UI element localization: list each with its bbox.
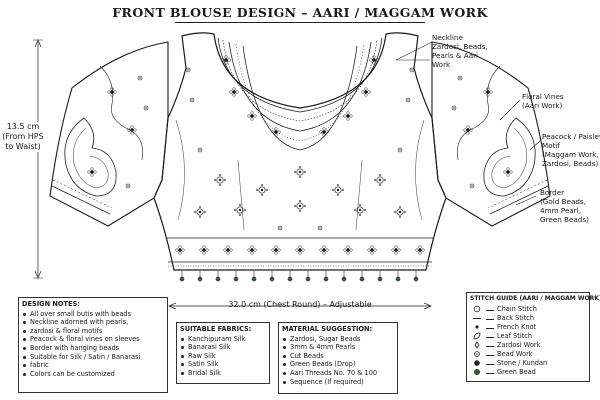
zardosi-icon	[471, 341, 483, 349]
suitable-fabrics-box: SUITABLE FABRICS: Kanchipuram Silk Banar…	[176, 322, 270, 384]
right-paisley-motif	[483, 117, 536, 197]
left-paisley-motif	[64, 117, 117, 197]
fabric-item: Satin Silk	[180, 360, 266, 369]
dash-separator	[483, 341, 497, 350]
callout-paisley-motif: Peacock / Paisley Motif (Maggam Work, Za…	[542, 132, 600, 168]
stitch-row: French Knot	[467, 323, 589, 332]
stitch-guide-title: STITCH GUIDE (AARI / MAGGAM WORK)	[470, 295, 600, 302]
stitch-label: French Knot	[497, 322, 537, 331]
stitch-label: Chain Stitch	[497, 304, 537, 313]
green-bead-icon	[471, 368, 483, 376]
materials-title: MATERIAL SUGGESTION:	[282, 325, 373, 333]
dash-separator	[483, 368, 497, 377]
dash-separator	[483, 314, 497, 323]
dash-separator	[483, 305, 497, 314]
title-underline	[175, 22, 425, 23]
dash-separator	[483, 359, 497, 368]
material-item: Aari Threads No. 70 & 100	[282, 369, 394, 378]
design-note: Border with hanging beads	[22, 344, 164, 353]
hanging-green-beads	[179, 270, 419, 282]
stitch-label: Leaf Stitch	[497, 331, 533, 340]
left-sleeve	[49, 41, 169, 227]
fabrics-title: SUITABLE FABRICS:	[180, 325, 252, 333]
stitch-row: Chain Stitch	[467, 305, 589, 314]
line-icon	[471, 317, 483, 319]
page-title: FRONT BLOUSE DESIGN – AARI / MAGGAM WORK	[112, 5, 488, 20]
stone-icon	[471, 359, 483, 367]
stitch-row: Bead Work	[467, 350, 589, 359]
design-note: Suitable for Silk / Satin / Banarasi	[22, 353, 164, 362]
stitch-row: Stone / Kundan	[467, 359, 589, 368]
design-note: Neckline adorned with pearls,	[22, 318, 164, 327]
material-item: 3mm & 4mm Pearls	[282, 343, 394, 352]
fabric-item: Banarasi Silk	[180, 343, 266, 352]
design-note-continued: fabric	[22, 361, 164, 370]
stitch-row: Leaf Stitch	[467, 332, 589, 341]
callout-floral-vines: Floral Vines (Aari Work)	[522, 92, 564, 110]
design-notes-title: DESIGN NOTES:	[22, 300, 80, 308]
stitch-label: Back Stitch	[497, 313, 535, 322]
design-note-continued: zardosi & floral motifs	[22, 327, 164, 336]
stitch-label: Green Bead	[497, 367, 536, 376]
callout-neckline: Neckline Zardosi, Beads, Pearls & Aari W…	[432, 33, 488, 69]
stitch-row: Green Bead	[467, 368, 589, 377]
height-measurement-label: 13.5 cm (From HPS to Waist)	[2, 122, 44, 152]
material-item: Green Beads (Drop)	[282, 360, 394, 369]
stitch-label: Bead Work	[497, 349, 533, 358]
callout-border: Border (Gold Beads, 4mm Pearl, Green Bea…	[540, 188, 589, 224]
design-note: Peacock & floral vines on sleeves	[22, 335, 164, 344]
material-item: Sequence (If required)	[282, 378, 394, 387]
dash-separator	[483, 332, 497, 341]
dot-icon	[471, 323, 483, 331]
blouse-outline	[153, 32, 447, 271]
fabric-item: Bridal Silk	[180, 369, 266, 378]
stitch-label: Stone / Kundan	[497, 358, 548, 367]
material-item: Zardosi, Sugar Beads	[282, 335, 394, 344]
stitch-row: Back Stitch	[467, 314, 589, 323]
material-suggestion-box: MATERIAL SUGGESTION: Zardosi, Sugar Bead…	[278, 322, 398, 394]
design-notes-box: DESIGN NOTES: All over small butis with …	[18, 297, 168, 393]
stitch-guide-box: STITCH GUIDE (AARI / MAGGAM WORK) Chain …	[466, 292, 600, 382]
fabric-item: Raw Silk	[180, 352, 266, 361]
circle-open-icon	[471, 305, 483, 313]
border-motifs	[175, 245, 425, 255]
stitch-row: Zardosi Work	[467, 341, 589, 350]
material-item: Cut Beads	[282, 352, 394, 361]
bead-icon	[471, 350, 483, 358]
dash-separator	[483, 350, 497, 359]
chest-measurement-label: 32.0 cm (Chest Round) – Adjustable	[228, 300, 372, 309]
design-note: All over small butis with beads	[22, 310, 164, 319]
leaf-icon	[471, 332, 483, 340]
dash-separator	[483, 323, 497, 332]
right-sleeve	[431, 41, 551, 227]
stitch-label: Zardosi Work	[497, 340, 541, 349]
fabric-item: Kanchipuram Silk	[180, 335, 266, 344]
design-note: Colors can be customized	[22, 370, 164, 379]
